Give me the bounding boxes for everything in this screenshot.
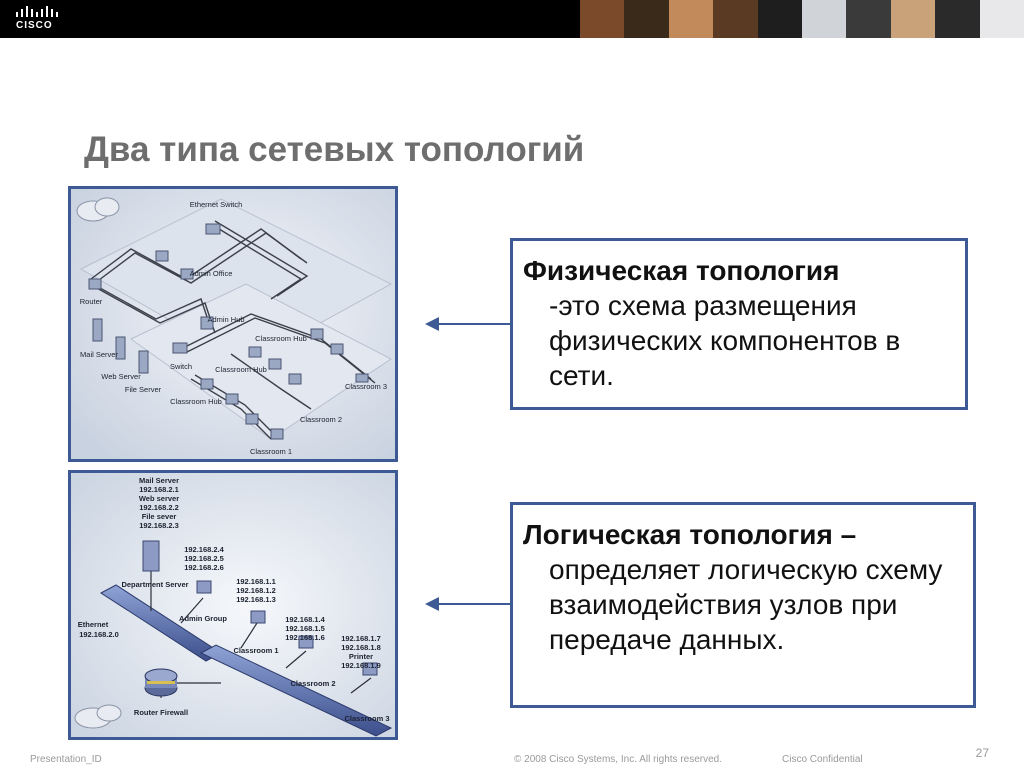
label-ethernet-switch: Ethernet Switch	[190, 200, 243, 209]
header-photo	[624, 0, 669, 38]
label-router: Router	[80, 297, 103, 306]
header-bar: CISCO	[0, 0, 1024, 38]
header-photo	[757, 0, 803, 38]
department-server-device	[142, 540, 160, 572]
footer-copyright: © 2008 Cisco Systems, Inc. All rights re…	[514, 754, 723, 765]
label-classroom-hub-1: Classroom Hub	[255, 334, 307, 343]
ethernet-switch-device	[205, 223, 221, 235]
header-photo-strip	[580, 0, 1024, 38]
arrow-left-icon	[425, 317, 513, 331]
label-ip-1-1: 192.168.1.1	[236, 577, 276, 586]
label-ethernet-ip: 192.168.2.0	[79, 630, 119, 639]
label-printer: Printer	[349, 652, 373, 661]
physical-topology-text: -это схема размещения физических компоне…	[549, 290, 901, 391]
physical-topology-diagram: Ethernet Switch Admin Office Router Admi…	[68, 186, 398, 462]
header-photo	[846, 0, 891, 38]
label-ip-1-8: 192.168.1.8	[341, 643, 381, 652]
label-ethernet: Ethernet	[78, 620, 109, 629]
label-classroom-hub-3: Classroom Hub	[170, 397, 222, 406]
page-number: 27	[975, 746, 989, 760]
label-admin-hub: Admin Hub	[207, 315, 244, 324]
label-web-server: Web Server	[101, 372, 141, 381]
router-firewall-device	[144, 668, 178, 697]
header-photo	[580, 0, 625, 38]
label-department: Department Server	[121, 580, 188, 589]
ethernet-bus-2	[199, 644, 393, 737]
footer-confidential: Cisco Confidential	[782, 754, 863, 765]
label-classroom-1: Classroom 1	[233, 646, 278, 655]
label-mail-server: Mail Server	[80, 350, 118, 359]
logical-topology-diagram: Mail Server 192.168.2.1 Web server 192.1…	[68, 470, 398, 740]
label-mail-server: Mail Server	[139, 476, 179, 485]
label-ip-2-2: 192.168.2.2	[139, 503, 179, 512]
label-ip-1-9: 192.168.1.9	[341, 661, 381, 670]
label-ip-2-4: 192.168.2.4	[184, 545, 224, 554]
label-file-server: File sever	[142, 512, 177, 521]
label-ip-1-7: 192.168.1.7	[341, 634, 381, 643]
label-ip-1-5: 192.168.1.5	[285, 624, 325, 633]
header-photo	[935, 0, 980, 38]
label-switch: Switch	[170, 362, 192, 371]
label-ip-1-2: 192.168.1.2	[236, 586, 276, 595]
label-classroom-hub-2: Classroom Hub	[215, 365, 267, 374]
arrow-left-icon	[425, 597, 513, 611]
slide-title: Два типа сетевых топологий	[84, 130, 585, 169]
label-admin-group: Admin Group	[179, 614, 227, 623]
router-device	[88, 278, 102, 290]
label-classroom-2: Classroom 2	[300, 415, 342, 424]
cloud-icon	[76, 197, 120, 222]
header-photo	[802, 0, 847, 38]
logical-topology-heading: Логическая топология –	[523, 519, 857, 550]
label-ip-1-4: 192.168.1.4	[285, 615, 325, 624]
cisco-logo: CISCO	[14, 5, 60, 35]
physical-topology-box: Физическая топология -это схема размещен…	[510, 238, 968, 410]
cisco-bars-icon	[16, 6, 58, 17]
label-ip-2-6: 192.168.2.6	[184, 563, 224, 572]
physical-topology-heading: Физическая топология	[523, 255, 840, 286]
label-file-server: File Server	[125, 385, 162, 394]
logical-topology-text: определяет логическую схему взаимодейств…	[549, 554, 943, 655]
label-ip-2-3: 192.168.2.3	[139, 521, 179, 530]
label-web-server: Web server	[139, 494, 179, 503]
label-classroom-3: Classroom 3	[344, 714, 389, 723]
label-ip-1-3: 192.168.1.3	[236, 595, 276, 604]
cisco-logo-text: CISCO	[16, 20, 53, 31]
header-photo	[890, 0, 936, 38]
label-classroom-3: Classroom 3	[345, 382, 387, 391]
label-ip-2-5: 192.168.2.5	[184, 554, 224, 563]
label-router-firewall: Router Firewall	[134, 708, 188, 717]
header-photo	[668, 0, 714, 38]
logical-topology-box: Логическая топология – определяет логиче…	[510, 502, 976, 708]
label-ip-1-6: 192.168.1.6	[285, 633, 325, 642]
label-ip-2-1: 192.168.2.1	[139, 485, 179, 494]
footer-presentation-id: Presentation_ID	[30, 754, 102, 765]
cloud-icon	[74, 704, 122, 729]
header-photo	[979, 0, 1024, 38]
header-photo	[713, 0, 758, 38]
label-admin-office: Admin Office	[190, 269, 233, 278]
label-classroom-2: Classroom 2	[290, 679, 335, 688]
label-classroom-1: Classroom 1	[250, 447, 292, 456]
